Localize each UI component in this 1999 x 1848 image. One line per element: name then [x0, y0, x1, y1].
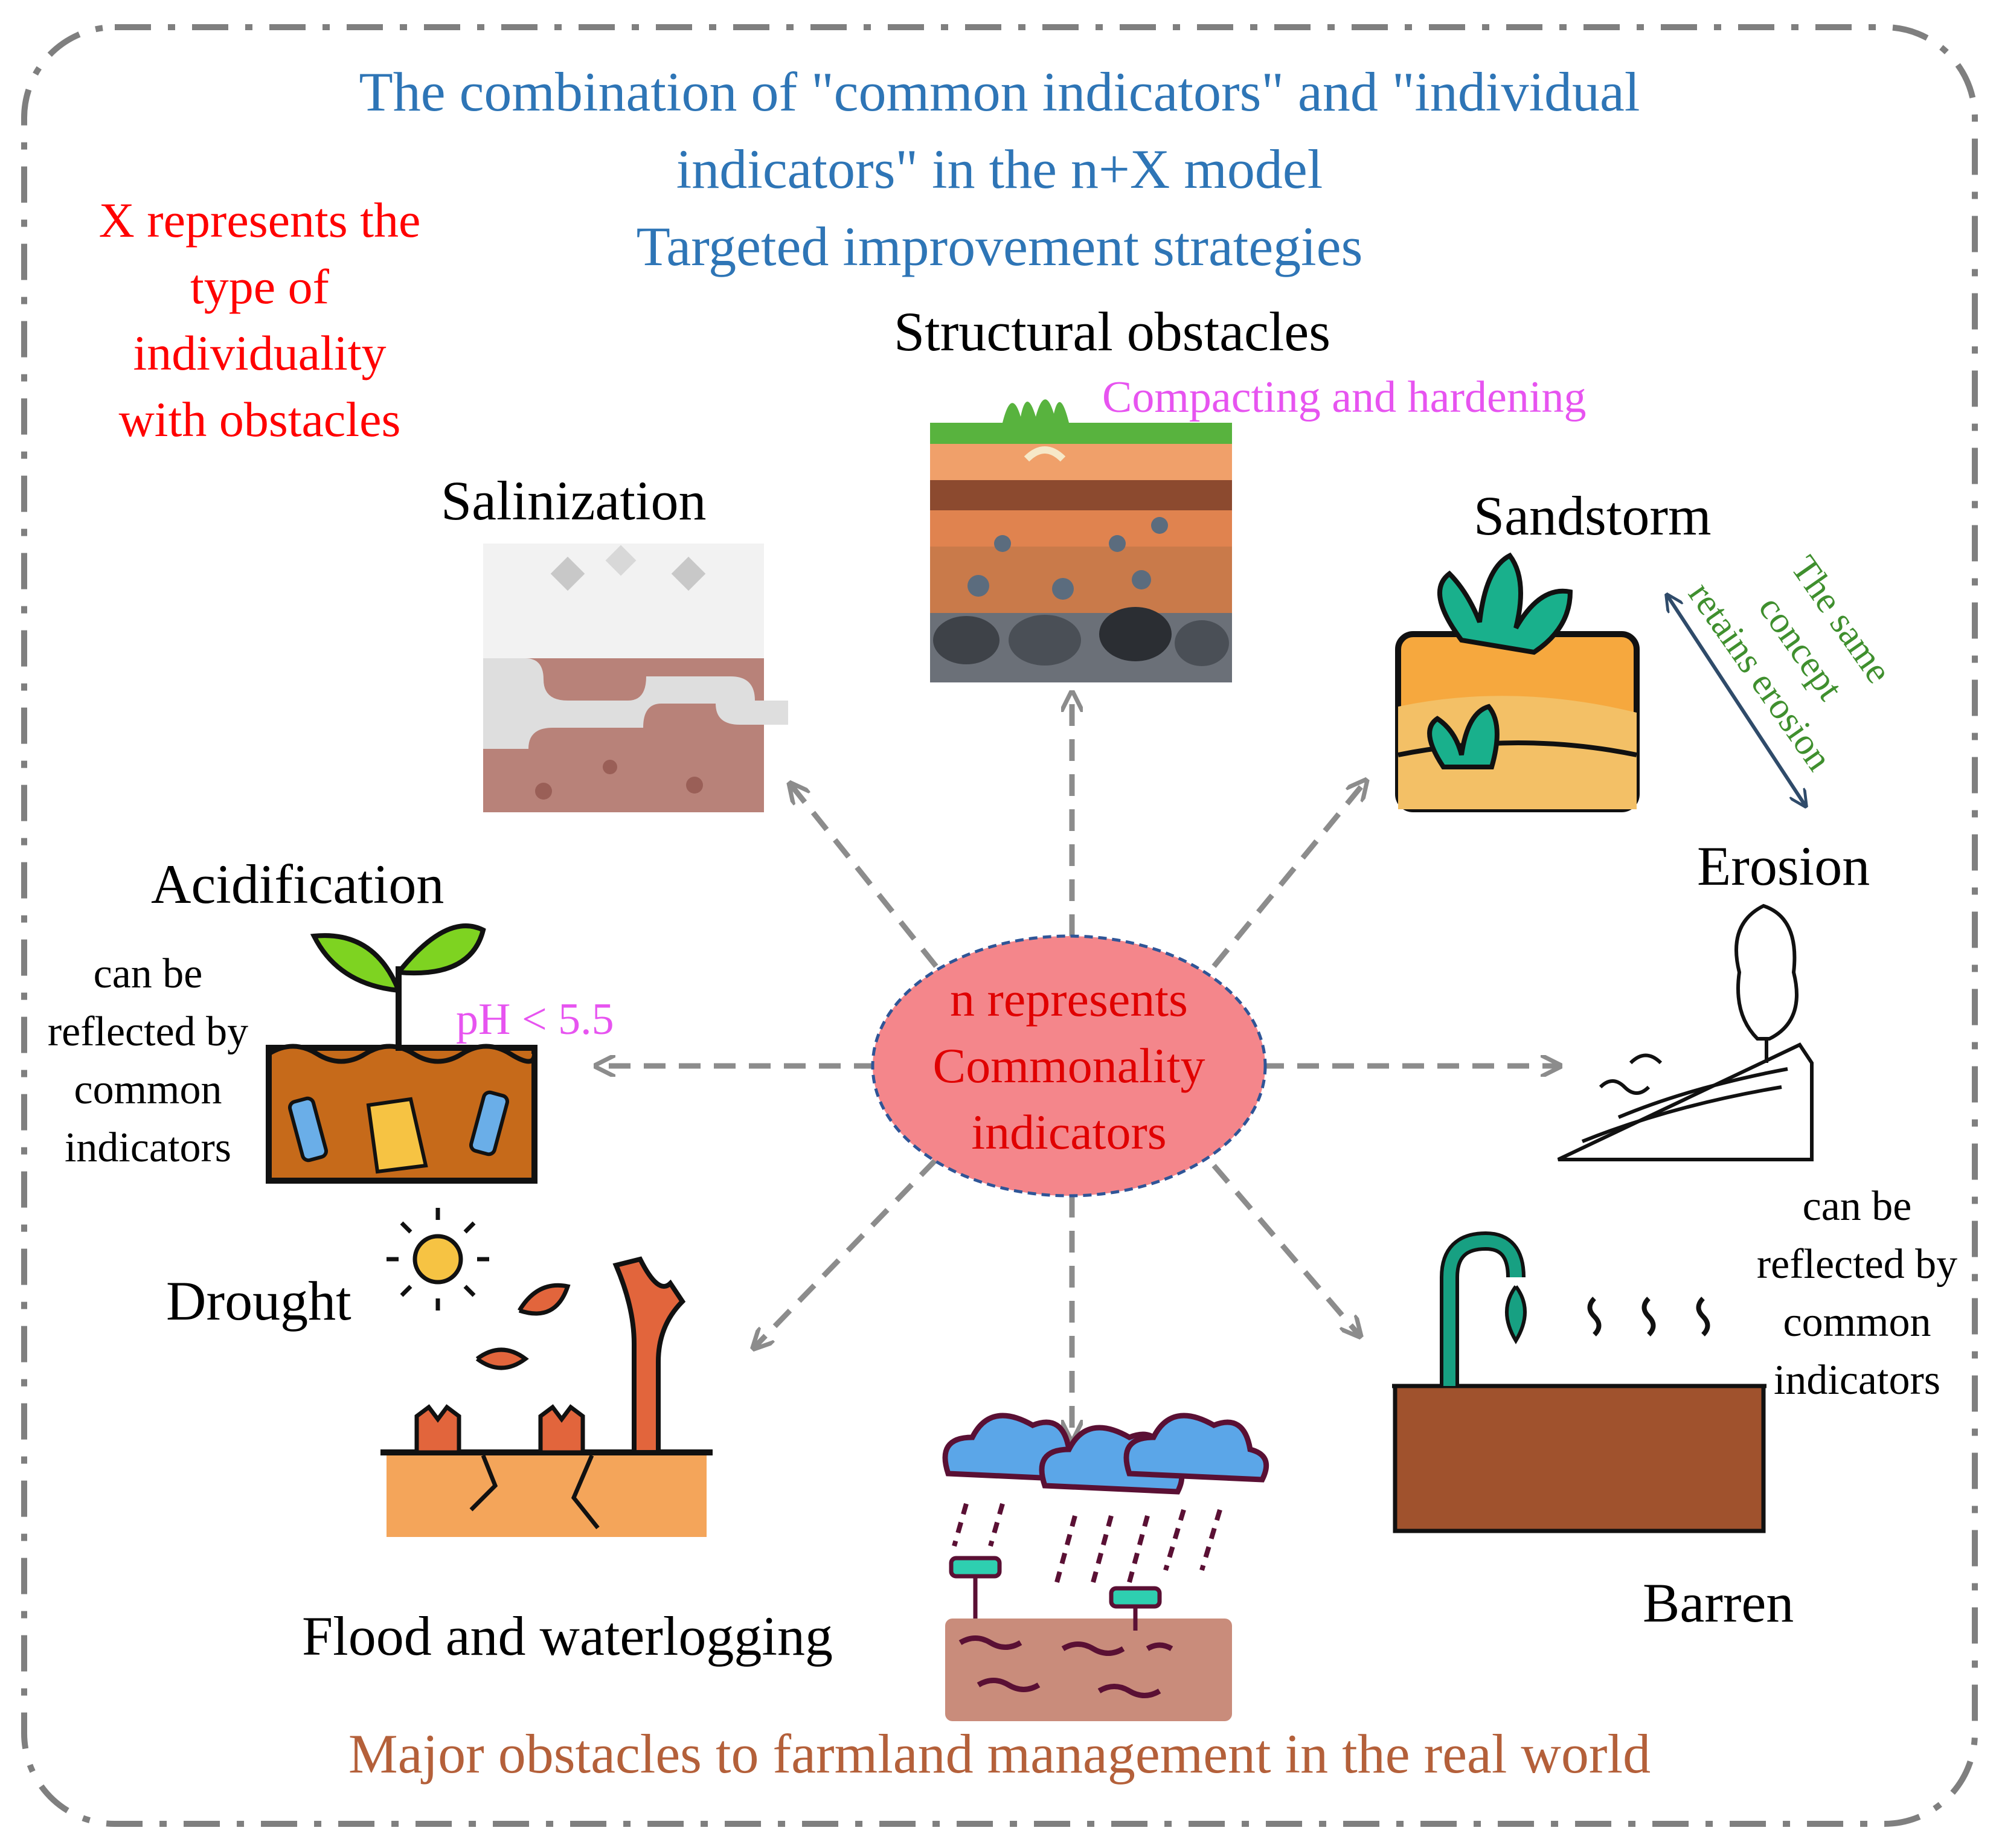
common-note-left-line-3: common — [74, 1067, 222, 1113]
common-note-right-line-3: common — [1783, 1299, 1931, 1346]
arrows — [598, 695, 1558, 1437]
center-ellipse — [871, 934, 1267, 1198]
salinization-icon — [483, 544, 788, 812]
center-line-2: Commonality — [932, 1038, 1205, 1093]
x-note: X represents the type of individuality w… — [48, 187, 471, 453]
sandstorm-label: Sandstorm — [1474, 485, 1712, 547]
drought-icon — [380, 1208, 713, 1537]
erosion-icon — [1557, 903, 1814, 1161]
common-note-left-line-4: indicators — [64, 1125, 232, 1171]
ph-label: pH < 5.5 — [456, 995, 614, 1044]
arrow-barren — [1211, 1164, 1359, 1335]
common-note-right-line-4: indicators — [1773, 1357, 1941, 1404]
x-note-line-1: X represents the — [98, 193, 421, 248]
barren-label: Barren — [1643, 1572, 1794, 1634]
common-note-right-line-1: can be — [1802, 1183, 1912, 1230]
sandstorm-icon — [1395, 552, 1640, 812]
sandstorm-erosion-arrow — [1667, 595, 1806, 806]
arrow-drought — [755, 1157, 939, 1347]
acidification-label: Acidification — [151, 853, 444, 915]
common-note-left-line-2: reflected by — [47, 1009, 249, 1055]
title-line-3: Targeted improvement strategies — [636, 216, 1363, 277]
common-note-left-line-1: can be — [93, 951, 203, 997]
barren-icon — [1392, 1231, 1766, 1533]
common-note-right-line-2: reflected by — [1756, 1241, 1958, 1288]
diagram-footer: Major obstacles to farmland management i… — [348, 1723, 1651, 1785]
salinization-label: Salinization — [441, 470, 707, 531]
structural-obstacles-label: Structural obstacles — [894, 301, 1331, 362]
structural-obstacles-icon — [930, 399, 1232, 682]
x-note-line-3: individuality — [133, 326, 387, 380]
title-line-1: The combination of "common indicators" a… — [359, 61, 1640, 123]
common-note-right: can be reflected by common indicators — [1733, 1178, 1981, 1410]
diagram-title: The combination of "common indicators" a… — [0, 53, 1999, 285]
flood-waterlogging-label: Flood and waterlogging — [302, 1605, 833, 1667]
arrow-sandstorm — [1211, 782, 1365, 968]
x-note-line-2: type of — [190, 259, 329, 314]
title-line-2: indicators" in the n+X model — [676, 138, 1323, 200]
center-line-3: indicators — [971, 1105, 1167, 1160]
outer-frame — [21, 24, 1978, 1827]
flood-icon — [942, 1413, 1269, 1721]
center-node-text: n represents Commonality indicators — [876, 966, 1262, 1166]
drought-label: Drought — [166, 1270, 351, 1332]
compacting-hardening-label: Compacting and hardening — [1102, 373, 1587, 422]
arrow-salinization — [791, 785, 939, 968]
common-note-left: can be reflected by common indicators — [24, 945, 272, 1177]
center-line-1: n represents — [950, 972, 1188, 1027]
acidification-icon — [266, 923, 537, 1184]
erosion-label: Erosion — [1697, 835, 1870, 897]
x-note-line-4: with obstacles — [118, 392, 401, 447]
